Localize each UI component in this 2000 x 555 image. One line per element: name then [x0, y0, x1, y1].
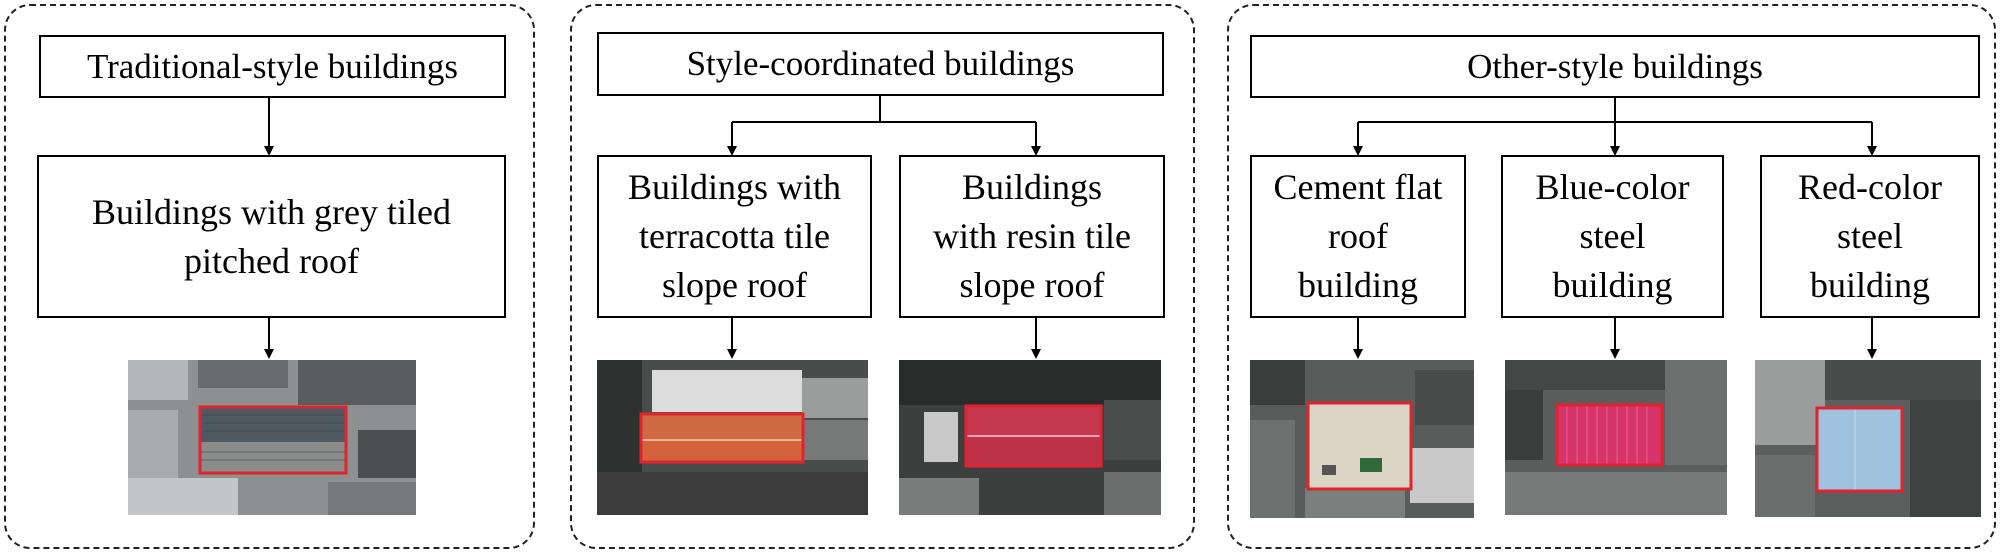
- cement-flat-roof-category: Cement flat roof building: [1250, 155, 1466, 318]
- resin-roof-aerial-photo: [899, 360, 1161, 515]
- traditional-style-header: Traditional-style buildings: [39, 35, 506, 98]
- group-style-coordinated: [570, 4, 1195, 549]
- terracotta-roof-aerial-photo: [597, 360, 868, 515]
- blue-steel-roof-aerial-photo: [1505, 360, 1727, 515]
- other-style-header: Other-style buildings: [1250, 35, 1980, 98]
- grey-tiled-roof-aerial-photo: [128, 360, 416, 515]
- red-steel-category: Red-color steel building: [1760, 155, 1980, 318]
- red-steel-roof-aerial-photo: [1755, 360, 1981, 517]
- cement-flat-roof-aerial-photo: [1250, 360, 1474, 518]
- blue-steel-category: Blue-color steel building: [1501, 155, 1724, 318]
- terracotta-tile-roof-category: Buildings with terracotta tile slope roo…: [597, 155, 872, 318]
- style-coordinated-header: Style-coordinated buildings: [597, 32, 1164, 96]
- grey-tiled-roof-category: Buildings with grey tiled pitched roof: [37, 155, 506, 318]
- resin-tile-roof-category: Buildings with resin tile slope roof: [899, 155, 1165, 318]
- group-traditional-style: [4, 4, 535, 549]
- group-other-style: [1227, 4, 1996, 549]
